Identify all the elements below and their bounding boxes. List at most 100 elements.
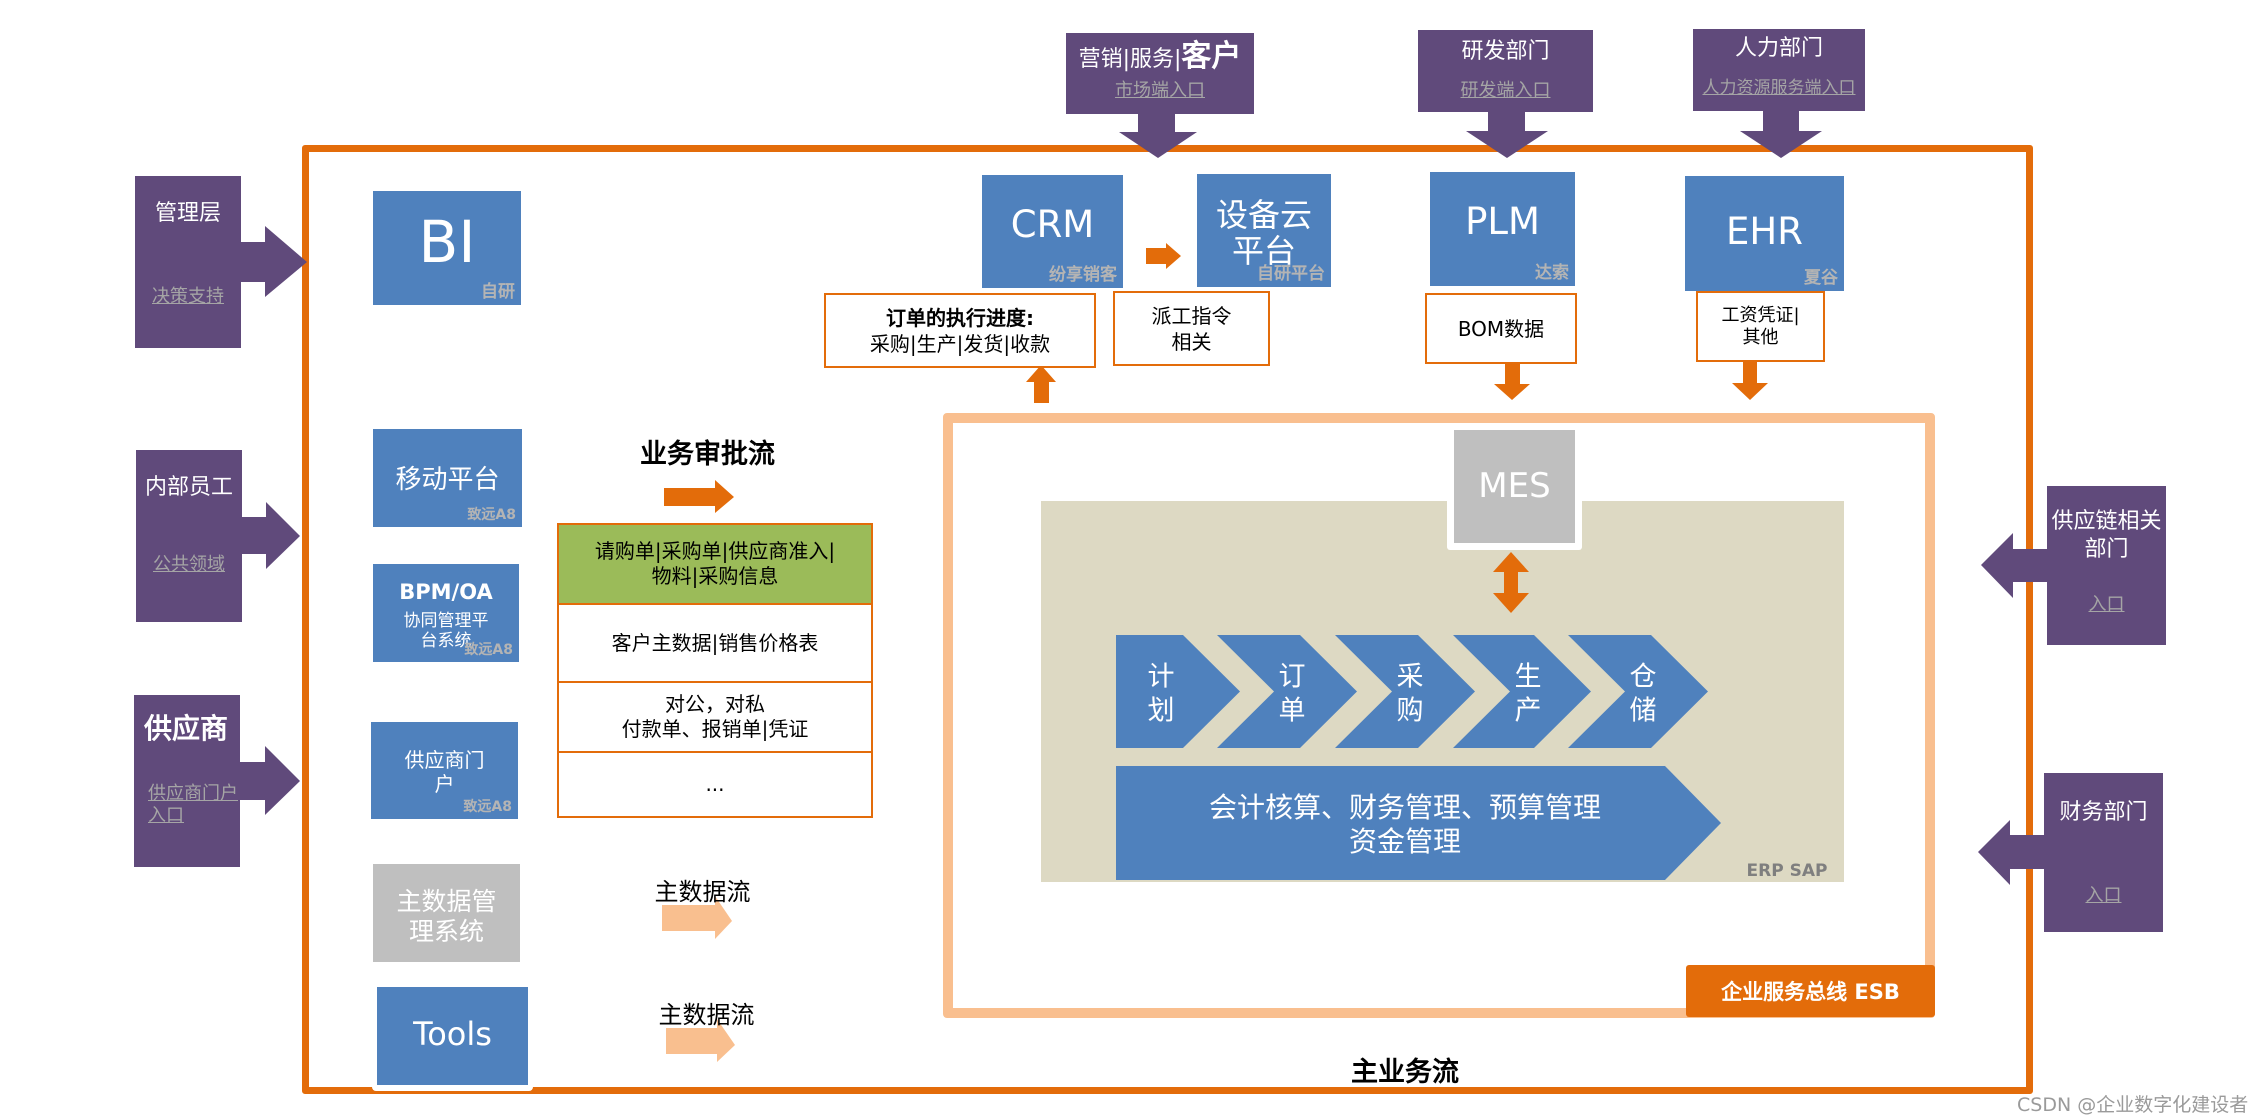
system-vendor: 夏谷 (1804, 268, 1838, 288)
arrow-hr (1740, 111, 1822, 158)
internal-staff-entry-link[interactable]: 公共领域 (153, 554, 225, 575)
approval-flow-title: 业务审批流 (640, 439, 775, 470)
row-line: 对公，对私 (665, 692, 765, 716)
system-mes[interactable]: MES (1454, 430, 1575, 543)
row-line: 付款单、报销单|凭证 (621, 717, 809, 741)
stakeholder-title: 财务部门 (2059, 800, 2148, 825)
supplier-entry-link[interactable]: 供应商门户 入口 (134, 783, 240, 827)
system-mobile-platform[interactable]: 移动平台 致远A8 (373, 429, 522, 527)
row-line: 请购单|采购单|供应商准入| (594, 539, 836, 563)
hr-entry-link[interactable]: 人力资源服务端入口 (1702, 78, 1856, 98)
stakeholder-title: 管理层 (154, 201, 221, 226)
marketing-entry-link[interactable]: 市场端入口 (1115, 80, 1205, 101)
arrow-supplier (240, 746, 300, 815)
row-line: ... (705, 772, 725, 796)
system-bi[interactable]: BI 自研 (373, 191, 521, 305)
erp-step-label: 订 (1279, 662, 1306, 693)
erp-step-label: 计 (1148, 662, 1175, 693)
finance-process-line2: 资金管理 (1349, 825, 1461, 858)
stakeholder-supplier: 供应商 供应商门户 入口 (134, 695, 240, 867)
bom-down-arrow (1494, 364, 1530, 400)
stakeholder-title: 营销|服务|客户 (1066, 42, 1254, 74)
system-tools[interactable]: Tools (377, 987, 528, 1085)
stakeholder-hr: 人力部门 人力资源服务端入口 (1693, 29, 1865, 111)
stakeholder-rnd: 研发部门 研发端入口 (1418, 30, 1593, 112)
main-business-flow-label: 主业务流 (1351, 1057, 1459, 1088)
erp-step-chevron[interactable] (1335, 635, 1475, 748)
watermark: CSDN @企业数字化建设者 (2017, 1094, 2249, 1116)
salary-note: 工资凭证| 其他 (1696, 291, 1825, 362)
note-detail: 采购|生产|发货|收款 (869, 331, 1051, 356)
system-crm[interactable]: CRM 纷享销客 (982, 175, 1123, 288)
system-plm[interactable]: PLM 达索 (1430, 172, 1575, 286)
system-vendor: 致远A8 (464, 642, 513, 658)
note-line: BOM数据 (1457, 316, 1545, 341)
system-name: MES (1478, 466, 1551, 506)
arrow-rnd (1466, 112, 1548, 158)
finance-process-arrow (1116, 766, 1721, 880)
stakeholder-internal-staff: 内部员工 公共领域 (136, 450, 242, 622)
note-line: 相关 (1171, 329, 1212, 354)
system-vendor: 纷享销客 (1049, 265, 1117, 285)
stakeholder-title: 内部员工 (144, 475, 233, 500)
system-bpm-oa[interactable]: BPM/OA 协同管理平 台系统 致远A8 (373, 564, 519, 662)
salary-down-arrow (1732, 362, 1768, 400)
stakeholder-finance: 财务部门 入口 (2044, 773, 2163, 932)
supply-chain-entry-link[interactable]: 入口 (2088, 594, 2125, 615)
system-name: EHR (1726, 210, 1803, 253)
system-name: Tools (413, 1015, 492, 1053)
system-supplier-portal[interactable]: 供应商门 户 致远A8 (371, 722, 518, 819)
row-line: 物料|采购信息 (651, 564, 779, 588)
rnd-entry-link[interactable]: 研发端入口 (1460, 80, 1551, 101)
system-vendor: 致远A8 (463, 799, 512, 815)
arrow-management (241, 226, 307, 297)
arrow-marketing (1119, 114, 1197, 158)
erp-step-label: 储 (1630, 696, 1657, 727)
stakeholder-marketing: 营销|服务|客户 市场端入口 (1066, 33, 1254, 114)
approval-row[interactable]: 客户主数据|销售价格表 (559, 605, 871, 683)
finance-process-line1: 会计核算、财务管理、预算管理 (1209, 791, 1601, 824)
bom-note: BOM数据 (1425, 293, 1577, 364)
erp-step-label: 采 (1397, 662, 1424, 693)
system-subtitle: 台系统 (420, 631, 472, 651)
note-line: 工资凭证| (1721, 304, 1800, 326)
mes-erp-double-arrow (1493, 552, 1529, 613)
master-data-arrow-1 (662, 896, 732, 939)
finance-entry-link[interactable]: 入口 (2085, 885, 2122, 906)
management-entry-link[interactable]: 决策支持 (152, 286, 224, 307)
esb-label: 企业服务总线 ESB (1686, 965, 1935, 1017)
system-ehr[interactable]: EHR 夏谷 (1685, 176, 1844, 291)
approval-flow-arrow (664, 480, 734, 513)
system-mdm[interactable]: 主数据管 理系统 (373, 864, 520, 962)
stakeholder-management: 管理层 决策支持 (135, 176, 241, 348)
approval-row[interactable]: ... (559, 753, 871, 816)
system-vendor: 自研 (481, 282, 515, 302)
note-line: 其他 (1742, 326, 1779, 348)
approval-row[interactable]: 对公，对私 付款单、报销单|凭证 (559, 683, 871, 753)
arrow-supply-chain (1981, 533, 2047, 598)
stakeholder-supply-chain: 供应链相关 部门 入口 (2047, 486, 2166, 645)
erp-step-chevron[interactable] (1568, 635, 1708, 748)
note-title: 订单的执行进度: (886, 305, 1034, 330)
system-name: 理系统 (408, 917, 484, 946)
erp-step-chevron[interactable] (1453, 635, 1591, 748)
arrow-finance (1978, 820, 2044, 885)
system-name: 户 (434, 772, 455, 796)
stakeholder-title: 研发部门 (1461, 39, 1550, 64)
order-progress-up-arrow (1026, 365, 1056, 403)
system-name: 移动平台 (395, 465, 500, 495)
system-vendor: 致远A8 (467, 507, 516, 523)
row-line: 客户主数据|销售价格表 (611, 630, 819, 655)
system-equipment-cloud[interactable]: 设备云 平台 自研平台 (1197, 174, 1331, 287)
erp-step-chevron[interactable] (1116, 635, 1240, 748)
approval-flow-table: 请购单|采购单|供应商准入| 物料|采购信息 客户主数据|销售价格表 对公，对私… (557, 523, 873, 818)
approval-row[interactable]: 请购单|采购单|供应商准入| 物料|采购信息 (559, 525, 871, 605)
title-line: 部门 (2084, 537, 2129, 562)
erp-step-chevron[interactable] (1217, 635, 1357, 748)
erp-step-label: 单 (1279, 696, 1306, 727)
system-name: 设备云 (1215, 196, 1312, 234)
erp-label: ERP SAP (1747, 861, 1828, 881)
system-vendor: 达索 (1535, 263, 1569, 283)
